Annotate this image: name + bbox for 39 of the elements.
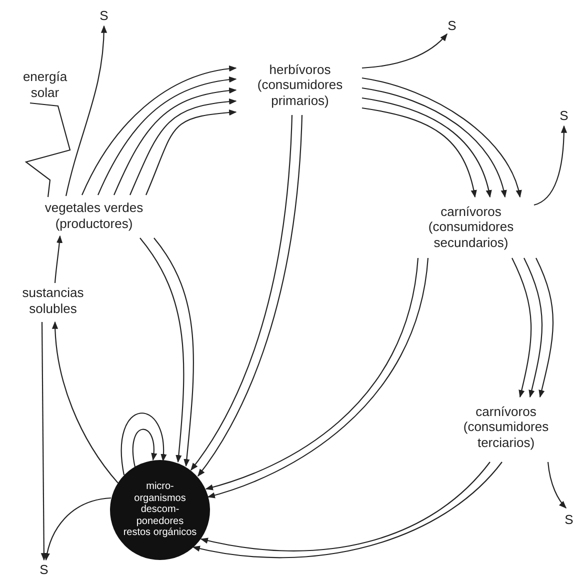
circle-label: micro- organismos descom- ponedores restos orgánicos (123, 481, 197, 539)
connector-line (24, 102, 71, 198)
arrow (154, 238, 194, 467)
node-label: sustancias solubles (12, 283, 94, 319)
arrow (534, 125, 567, 206)
arrow (362, 87, 506, 198)
arrow (132, 428, 157, 468)
arrow (44, 497, 112, 561)
arrow (146, 110, 237, 196)
node-label: S (38, 562, 50, 578)
node-label: S (446, 18, 458, 34)
arrow (82, 66, 237, 196)
arrow (512, 258, 532, 398)
arrow (362, 77, 522, 198)
node-label: vegetales verdes (productores) (26, 198, 162, 234)
arrow (40, 322, 47, 561)
arrow (536, 258, 554, 398)
arrow (114, 88, 237, 196)
arrow (98, 76, 237, 196)
arrow (65, 25, 107, 196)
node-label: carnívoros (consumidores secundarios) (410, 200, 532, 254)
arrow (52, 321, 118, 484)
node-label: S (563, 512, 575, 528)
arrow (130, 98, 237, 196)
arrow (190, 114, 293, 471)
node-label: energía solar (14, 68, 76, 102)
arrow (362, 33, 448, 69)
arrow (524, 258, 543, 398)
arrow (362, 97, 492, 198)
arrow (198, 114, 303, 477)
node-label: S (558, 108, 570, 124)
arrow (140, 238, 184, 463)
node-label: herbívoros (consumidores primarios) (240, 58, 360, 112)
arrow (54, 235, 62, 284)
arrow (121, 412, 166, 476)
arrow (547, 462, 567, 509)
arrow (362, 107, 477, 198)
node-label: S (98, 8, 110, 24)
node-label: carnívoros (consumidores terciarios) (452, 400, 560, 454)
